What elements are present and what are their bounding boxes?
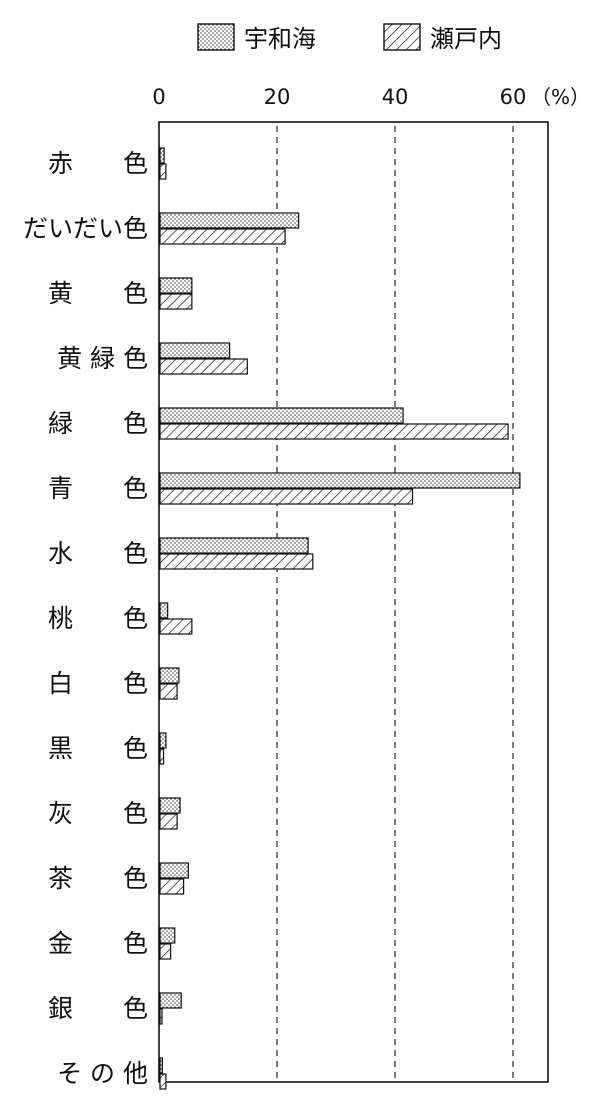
bar-setouchi-4 <box>159 423 509 440</box>
bar-setouchi-9 <box>159 748 165 765</box>
x-tick-label: 20 <box>264 85 291 109</box>
bar-setouchi-13 <box>159 1008 163 1025</box>
bar-setouchi-14 <box>159 1073 167 1090</box>
bar-uwakai-13 <box>159 992 182 1009</box>
bar-uwakai-9 <box>159 732 167 749</box>
bar-uwakai-4 <box>159 407 404 424</box>
bar-uwakai-11 <box>159 862 189 879</box>
bar-setouchi-12 <box>159 943 172 960</box>
bar-uwakai-3 <box>159 342 231 359</box>
bar-setouchi-11 <box>159 878 185 895</box>
category-label: 黄 緑 色 <box>57 344 148 373</box>
category-label: 茶 色 <box>48 864 148 893</box>
x-axis-unit: （%） <box>531 85 590 109</box>
bar-uwakai-5 <box>159 472 521 489</box>
category-label: 赤 色 <box>48 149 148 178</box>
bar-uwakai-14 <box>159 1057 163 1074</box>
legend-swatch-uwakai <box>197 23 235 51</box>
category-label: 水 色 <box>48 539 148 568</box>
bar-setouchi-7 <box>159 618 193 635</box>
category-label: 金 色 <box>48 929 148 958</box>
bar-setouchi-1 <box>159 228 286 245</box>
legend-label-uwakai: 宇和海 <box>244 25 316 53</box>
bar-setouchi-0 <box>159 163 167 180</box>
category-label: 桃 色 <box>48 604 148 633</box>
bar-uwakai-2 <box>159 277 193 294</box>
x-tick-label: 0 <box>152 85 165 109</box>
category-label: 銀 色 <box>48 994 148 1023</box>
legend: 宇和海 瀬戸内 <box>197 23 502 53</box>
bar-uwakai-8 <box>159 667 180 684</box>
bar-uwakai-1 <box>159 212 300 229</box>
bar-setouchi-10 <box>159 813 178 830</box>
category-label: 緑 色 <box>48 409 148 438</box>
bar-setouchi-6 <box>159 553 314 570</box>
legend-label-setouchi: 瀬戸内 <box>430 25 502 53</box>
grid-lines <box>276 126 514 1082</box>
bar-uwakai-6 <box>159 537 309 554</box>
bar-uwakai-12 <box>159 927 176 944</box>
bar-setouchi-2 <box>159 293 193 310</box>
category-label: 青 色 <box>48 474 148 503</box>
x-tick-label: 40 <box>382 85 409 109</box>
category-label: だいだい色 <box>23 214 148 243</box>
category-label: 灰 色 <box>48 799 148 828</box>
category-label: そ の 他 <box>57 1059 148 1088</box>
legend-swatch-setouchi <box>383 23 421 51</box>
bar-uwakai-10 <box>159 797 181 814</box>
x-axis-ticks: 0 20 40 60 <box>152 85 526 109</box>
x-tick-label: 60 <box>500 85 527 109</box>
category-label: 黄 色 <box>48 279 148 308</box>
category-label: 白 色 <box>48 669 148 698</box>
bar-uwakai-0 <box>159 147 165 164</box>
bar-setouchi-5 <box>159 488 414 505</box>
category-label: 黒 色 <box>48 734 148 763</box>
plot-frame <box>158 121 549 1083</box>
bar-setouchi-3 <box>159 358 248 375</box>
bar-setouchi-8 <box>159 683 178 700</box>
bars <box>159 147 521 1090</box>
bar-uwakai-7 <box>159 602 169 619</box>
